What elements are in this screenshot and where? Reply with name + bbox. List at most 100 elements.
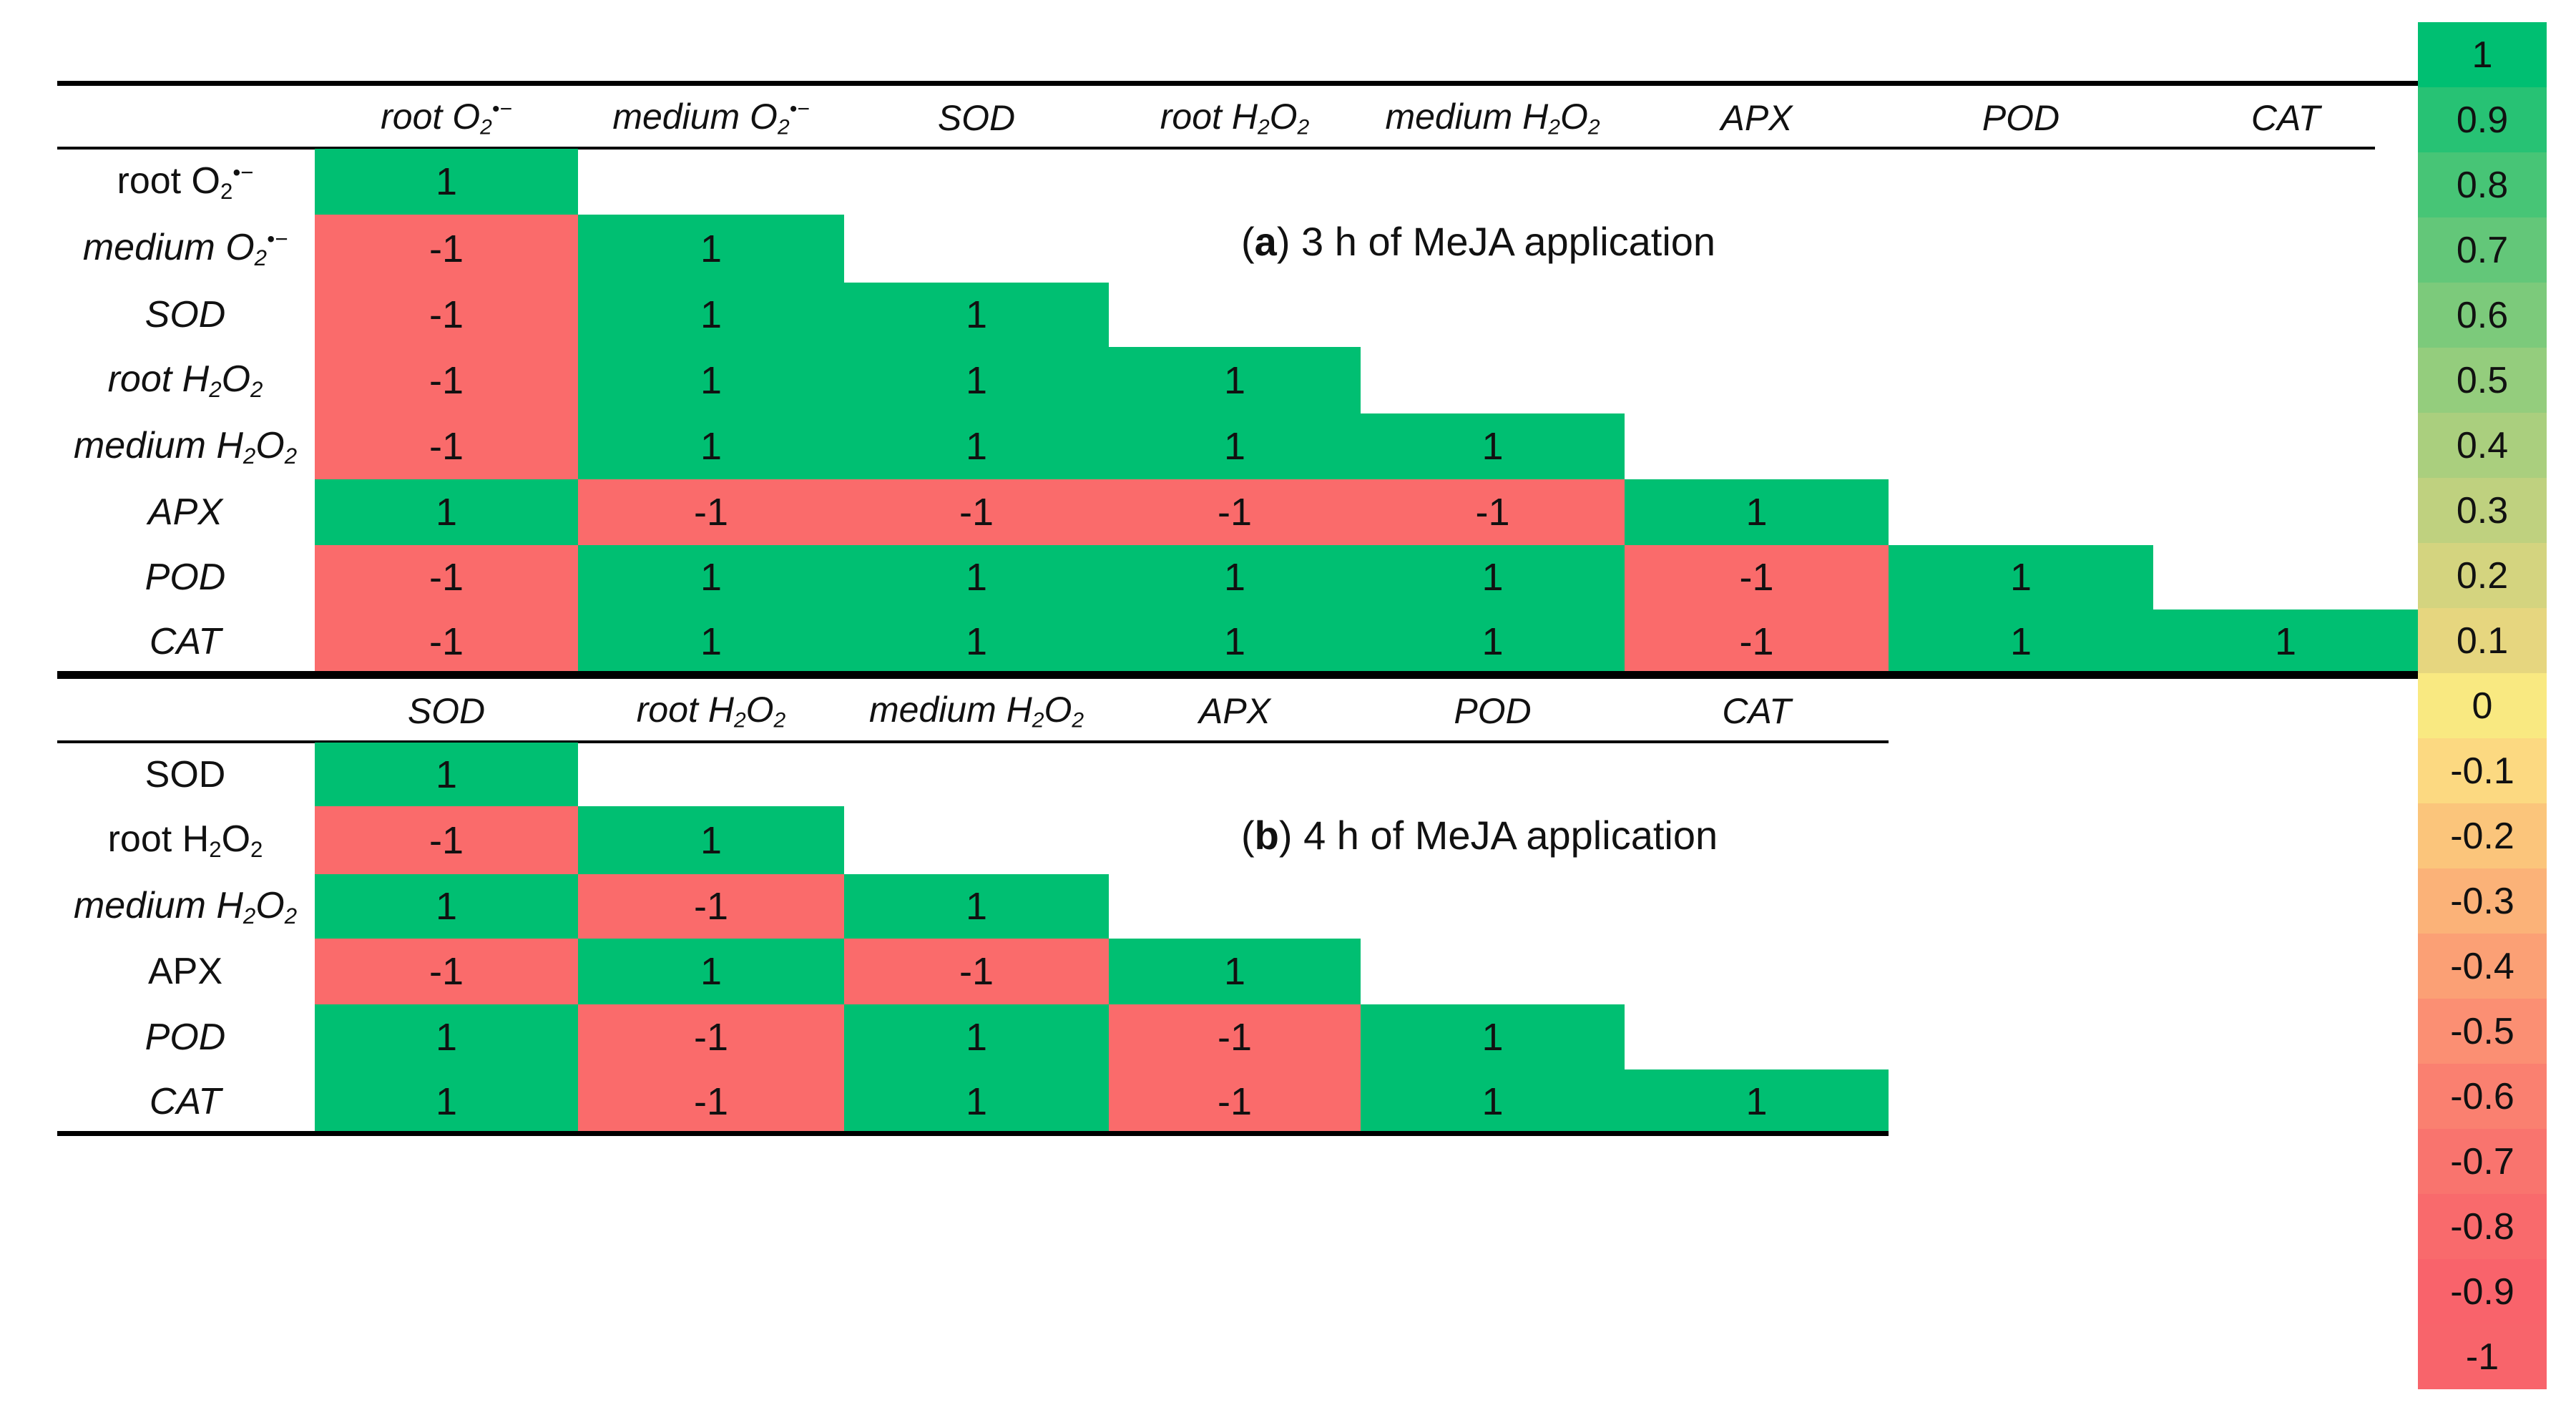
a-row-label: medium H2O2: [73, 424, 298, 469]
a-heatmap-cell: -1: [315, 545, 578, 609]
b-heatmap-cell: 1: [1361, 1004, 1625, 1069]
b-heatmap-cell: 1: [1625, 1069, 1889, 1134]
a-heatmap-cell: -1: [1625, 545, 1889, 609]
a-heatmap-cell: 1: [578, 609, 844, 674]
a-heatmap-cell: -1: [315, 347, 578, 413]
b-row-label: root H2O2: [107, 818, 263, 862]
b-column-header: root H2O2: [636, 690, 786, 733]
b-row-label: SOD: [145, 753, 226, 795]
b-row-label: POD: [145, 1016, 226, 1058]
color-scale-tick: -0.9: [2418, 1259, 2547, 1324]
color-scale-tick: 0.6: [2418, 283, 2547, 348]
color-scale-tick: -0.2: [2418, 803, 2547, 868]
a-header-rule: [57, 147, 2375, 150]
b-column-header: POD: [1454, 691, 1532, 731]
b-row-label: APX: [147, 951, 223, 992]
b-column-header: SOD: [407, 691, 486, 731]
b-bottom-rule: [57, 1131, 1889, 1136]
color-scale-tick: 0.4: [2418, 413, 2547, 478]
a-heatmap-cell: 1: [844, 545, 1109, 609]
b-column-header: CAT: [1722, 691, 1791, 731]
color-scale-tick: -0.6: [2418, 1064, 2547, 1129]
a-heatmap-cell: 1: [1109, 413, 1361, 479]
a-heatmap-cell: 1: [1361, 609, 1625, 674]
b-header-rule: [57, 740, 1889, 743]
b-heatmap-cell: 1: [844, 874, 1109, 939]
a-row-label: root O2•−: [117, 159, 254, 204]
b-heatmap-cell: 1: [578, 939, 844, 1004]
b-heatmap-cell: 1: [578, 806, 844, 874]
a-heatmap-cell: 1: [578, 283, 844, 347]
color-scale-tick: -0.1: [2418, 738, 2547, 803]
a-heatmap-cell: 1: [1625, 479, 1889, 545]
a-row-label: root H2O2: [107, 358, 263, 402]
a-heatmap-cell: 1: [844, 347, 1109, 413]
b-heatmap-cell: -1: [578, 1069, 844, 1134]
panel-a-title-text: 3 h of MeJA application: [1301, 219, 1716, 264]
color-scale-tick: 0.1: [2418, 608, 2547, 673]
a-column-header: POD: [1982, 97, 2060, 138]
a-row-label: POD: [145, 557, 226, 598]
a-column-header: CAT: [2251, 97, 2321, 138]
a-heatmap-cell: 1: [844, 609, 1109, 674]
a-column-header: medium O2•−: [612, 96, 810, 139]
a-heatmap-cell: -1: [844, 479, 1109, 545]
color-scale-tick: 1: [2418, 22, 2547, 87]
b-heatmap-cell: -1: [315, 939, 578, 1004]
b-heatmap-cell: -1: [844, 939, 1109, 1004]
a-heatmap-cell: -1: [315, 609, 578, 674]
b-heatmap-cell: 1: [1361, 1069, 1625, 1134]
a-heatmap-cell: -1: [1361, 479, 1625, 545]
panel-b-title: (b) 4 h of MeJA application: [1241, 813, 1718, 858]
color-scale-tick: -0.3: [2418, 868, 2547, 934]
a-row-label: APX: [147, 491, 223, 533]
a-row-label: SOD: [145, 294, 226, 336]
a-heatmap-cell: 1: [578, 347, 844, 413]
color-scale-tick: 0.8: [2418, 152, 2547, 217]
color-scale-tick: -0.4: [2418, 934, 2547, 999]
panel-b-letter: b: [1254, 813, 1279, 858]
b-top-rule: [57, 674, 2418, 679]
b-row-label: medium H2O2: [73, 884, 298, 929]
b-heatmap-cell: -1: [1109, 1069, 1361, 1134]
color-scale-tick: -1: [2418, 1324, 2547, 1389]
b-heatmap-cell: 1: [315, 874, 578, 939]
color-scale-tick: 0: [2418, 673, 2547, 738]
color-scale-tick: 0.3: [2418, 478, 2547, 543]
panel-a-title: (a) 3 h of MeJA application: [1241, 219, 1716, 264]
color-scale-tick: -0.8: [2418, 1194, 2547, 1259]
a-heatmap-cell: 1: [1109, 545, 1361, 609]
a-heatmap-cell: -1: [315, 215, 578, 283]
a-top-rule: [57, 81, 2418, 86]
panel-a-letter: a: [1254, 219, 1277, 264]
a-column-header: root O2•−: [381, 96, 512, 139]
color-scale-tick: 0.9: [2418, 87, 2547, 152]
a-heatmap-cell: 1: [1361, 413, 1625, 479]
a-heatmap-cell: 1: [844, 283, 1109, 347]
a-heatmap-cell: -1: [315, 413, 578, 479]
a-heatmap-cell: -1: [1625, 609, 1889, 674]
color-scale-tick: 0.2: [2418, 543, 2547, 608]
a-heatmap-cell: 1: [2153, 609, 2418, 674]
a-heatmap-cell: 1: [315, 479, 578, 545]
b-heatmap-cell: 1: [315, 1069, 578, 1134]
a-heatmap-cell: 1: [578, 413, 844, 479]
a-row-label: medium O2•−: [82, 226, 288, 270]
a-heatmap-cell: 1: [578, 545, 844, 609]
a-heatmap-cell: 1: [1361, 545, 1625, 609]
color-scale-tick: -0.5: [2418, 999, 2547, 1064]
a-heatmap-cell: 1: [844, 413, 1109, 479]
b-row-label: CAT: [149, 1081, 222, 1122]
b-heatmap-cell: 1: [844, 1004, 1109, 1069]
b-heatmap-cell: -1: [578, 1004, 844, 1069]
a-column-header: medium H2O2: [1385, 96, 1600, 139]
a-column-header: root H2O2: [1160, 96, 1310, 139]
b-heatmap-cell: -1: [315, 806, 578, 874]
a-heatmap-cell: 1: [1889, 609, 2153, 674]
b-heatmap-cell: 1: [844, 1069, 1109, 1134]
a-heatmap-cell: 1: [315, 149, 578, 215]
b-heatmap-cell: -1: [578, 874, 844, 939]
a-row-label: CAT: [149, 621, 222, 662]
color-scale-tick: 0.7: [2418, 217, 2547, 283]
